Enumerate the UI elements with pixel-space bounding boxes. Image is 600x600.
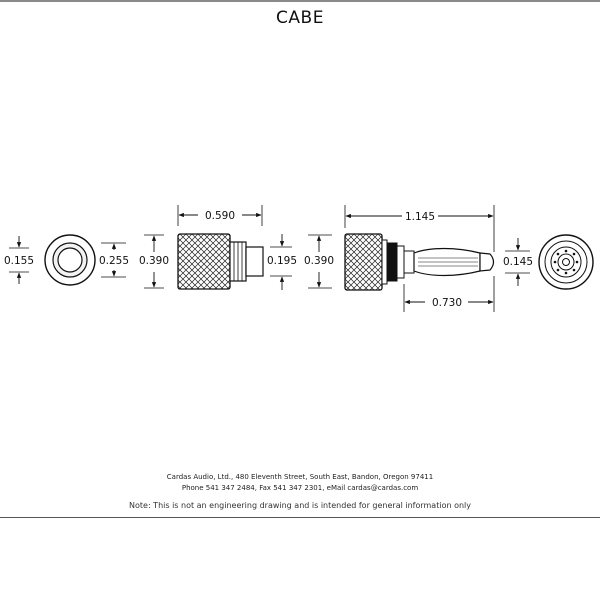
dim-body-length: 0.590: [177, 205, 263, 226]
dim-label-1145: 1.145: [405, 211, 435, 223]
bottom-rule: [0, 517, 600, 518]
assembled-plug-side-view: [344, 233, 495, 291]
dim-assembled-length: 1.145: [344, 205, 495, 252]
top-rule: [0, 0, 600, 2]
connector-drawing: 0.155 0.255 0.390 0.590: [4, 205, 594, 312]
dim-assembled-diameter: 0.390: [304, 234, 334, 289]
dim-label-0730: 0.730: [432, 297, 462, 309]
dim-thread-diameter: 0.195: [267, 234, 297, 290]
dim-label-0390-body: 0.390: [139, 255, 169, 267]
cap-end-view: [44, 234, 96, 286]
disclaimer-note: Note: This is not an engineering drawing…: [129, 501, 471, 510]
dim-label-0155: 0.155: [4, 255, 34, 267]
dim-label-0255: 0.255: [99, 255, 129, 267]
dim-label-0195: 0.195: [267, 255, 297, 267]
address-line-2: Phone 541 347 2484, Fax 541 347 2301, eM…: [181, 484, 419, 492]
dim-body-diameter: 0.390: [139, 234, 169, 289]
pin-end-view: [538, 234, 594, 290]
page-title: CABE: [276, 8, 324, 28]
dim-cap-inner: 0.155: [4, 236, 34, 284]
address-line-1: Cardas Audio, Ltd., 480 Eleventh Street,…: [166, 473, 434, 481]
dim-label-0145: 0.145: [503, 256, 533, 268]
dim-cap-outer: 0.255: [99, 242, 129, 278]
dim-pin-length: 0.730: [403, 276, 495, 312]
dim-label-0390-assembled: 0.390: [304, 255, 334, 267]
dim-pin-diameter: 0.145: [503, 238, 533, 286]
company-address: Cardas Audio, Ltd., 480 Eleventh Street,…: [0, 472, 600, 494]
body-side-view: [177, 233, 264, 290]
dim-label-0590: 0.590: [205, 210, 235, 222]
